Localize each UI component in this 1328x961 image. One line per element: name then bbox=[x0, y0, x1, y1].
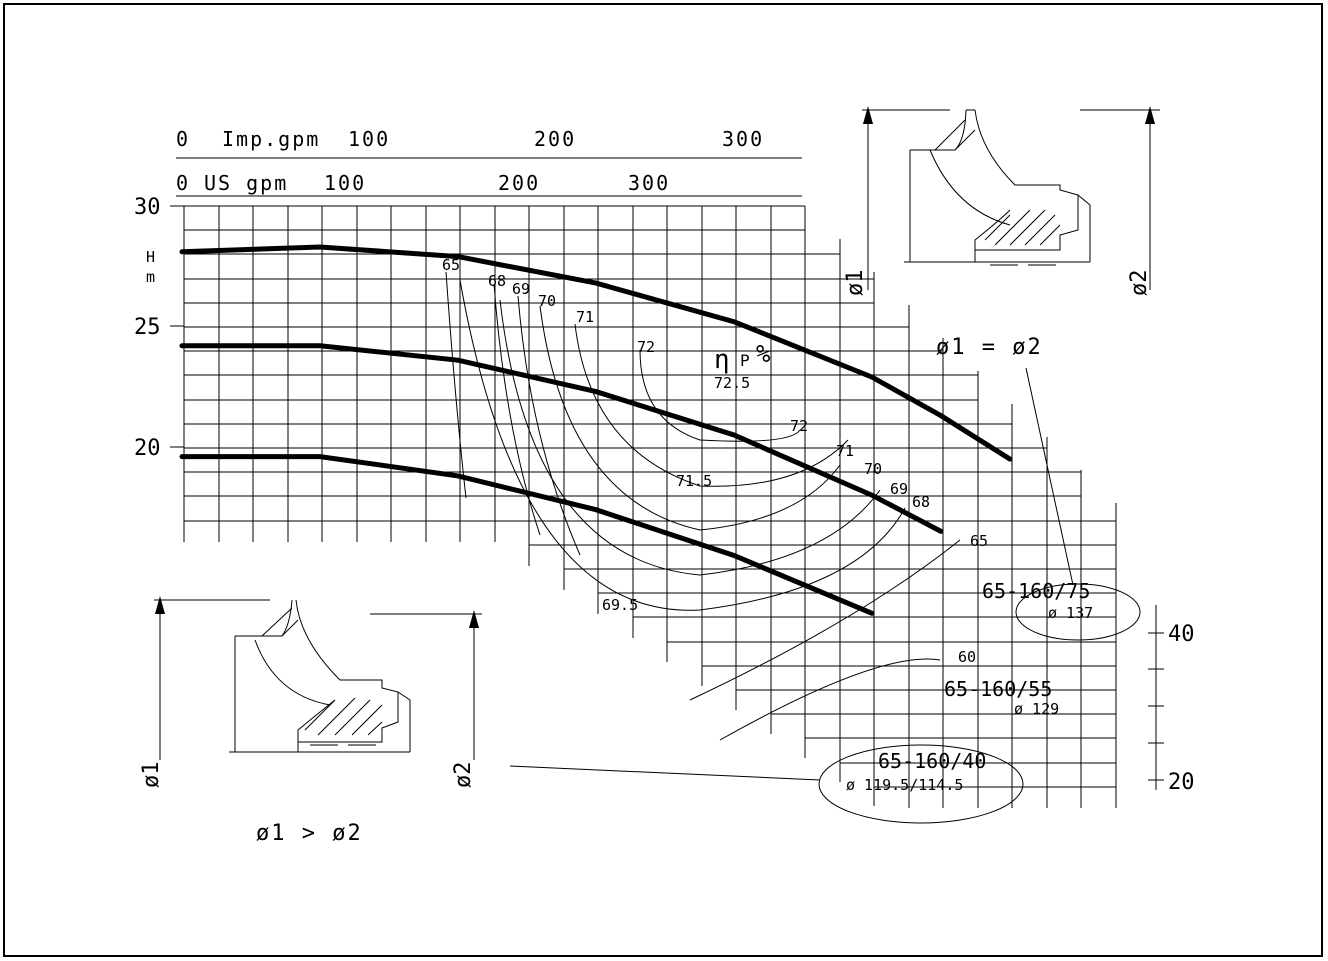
eff-label-725: 72.5 bbox=[714, 374, 750, 392]
us-tick-0: 0 bbox=[176, 171, 190, 195]
eff-label-70a: 70 bbox=[538, 292, 556, 310]
right-section-relation: ø1 = ø2 bbox=[936, 335, 1043, 360]
leader-line-right bbox=[1025, 367, 1074, 586]
left-section-relation: ø1 > ø2 bbox=[256, 821, 363, 846]
y-tick-20: 20 bbox=[134, 436, 161, 461]
y-tick-25: 25 bbox=[134, 315, 161, 340]
impeller-section-left bbox=[154, 596, 482, 760]
efficiency-curves bbox=[445, 271, 961, 741]
left-section-d2: ø2 bbox=[451, 762, 476, 789]
eff-label-72b: 72 bbox=[790, 417, 808, 435]
diameter-ellipse-75 bbox=[1015, 583, 1141, 641]
y-tick-30: 30 bbox=[134, 195, 161, 220]
head-curve-1 bbox=[179, 343, 944, 534]
diameter-label-75: ø 137 bbox=[1048, 604, 1093, 622]
diameter-label-55: ø 129 bbox=[1014, 700, 1059, 718]
eff-label-65a: 65 bbox=[442, 256, 460, 274]
eff-label-70b: 70 bbox=[864, 460, 882, 478]
eta-symbol: η bbox=[714, 345, 730, 375]
us-tick-300: 300 bbox=[628, 171, 670, 195]
left-ticks bbox=[170, 205, 184, 448]
eff-label-65b: 65 bbox=[970, 532, 988, 550]
eff-label-71a: 71 bbox=[576, 308, 594, 326]
y-axis-unit: m bbox=[146, 268, 155, 286]
right-section-d1: ø1 bbox=[843, 270, 868, 297]
us-tick-200: 200 bbox=[498, 171, 540, 195]
eff-label-695: 69.5 bbox=[602, 596, 638, 614]
left-section-d1: ø1 bbox=[139, 762, 164, 789]
right-axis bbox=[1148, 605, 1164, 790]
right-tick-20: 20 bbox=[1168, 770, 1195, 795]
top-axes bbox=[176, 157, 802, 197]
eff-label-68a: 68 bbox=[488, 272, 506, 290]
head-curves bbox=[179, 244, 1013, 616]
impeller-section-right bbox=[862, 106, 1160, 290]
leader-line-left bbox=[509, 765, 821, 781]
eta-subscript: P bbox=[740, 351, 750, 370]
imp-tick-100: 100 bbox=[348, 127, 390, 151]
imp-tick-300: 300 bbox=[722, 127, 764, 151]
diameter-label-40: ø 119.5/114.5 bbox=[846, 776, 963, 794]
eff-label-715: 71.5 bbox=[676, 472, 712, 490]
us-tick-100: 100 bbox=[324, 171, 366, 195]
y-axis-label: H bbox=[146, 248, 155, 266]
eff-label-68b: 68 bbox=[912, 493, 930, 511]
eff-label-71b: 71 bbox=[836, 442, 854, 460]
head-curve-2 bbox=[179, 454, 875, 616]
model-label-55: 65-160/55 bbox=[944, 677, 1052, 701]
eff-label-60: 60 bbox=[958, 648, 976, 666]
model-label-40: 65-160/40 bbox=[878, 749, 986, 773]
imp-tick-200: 200 bbox=[534, 127, 576, 151]
eta-unit: % bbox=[756, 340, 771, 368]
us-axis-label: US gpm bbox=[204, 171, 288, 195]
imp-tick-0: 0 bbox=[176, 127, 190, 151]
eff-label-69b: 69 bbox=[890, 480, 908, 498]
imp-axis-label: Imp.gpm bbox=[222, 127, 320, 151]
right-section-d2: ø2 bbox=[1127, 270, 1152, 297]
frame-border bbox=[3, 3, 1323, 957]
eff-label-72a: 72 bbox=[637, 338, 655, 356]
head-curve-0 bbox=[179, 244, 1013, 462]
diameter-ellipse-40 bbox=[818, 744, 1024, 824]
chart-grid bbox=[183, 205, 1117, 808]
right-tick-40: 40 bbox=[1168, 622, 1195, 647]
efficiency-labels: 65 68 69 70 71 72 72.5 72 71 70 69 68 65… bbox=[442, 256, 988, 666]
eff-label-69a: 69 bbox=[512, 280, 530, 298]
